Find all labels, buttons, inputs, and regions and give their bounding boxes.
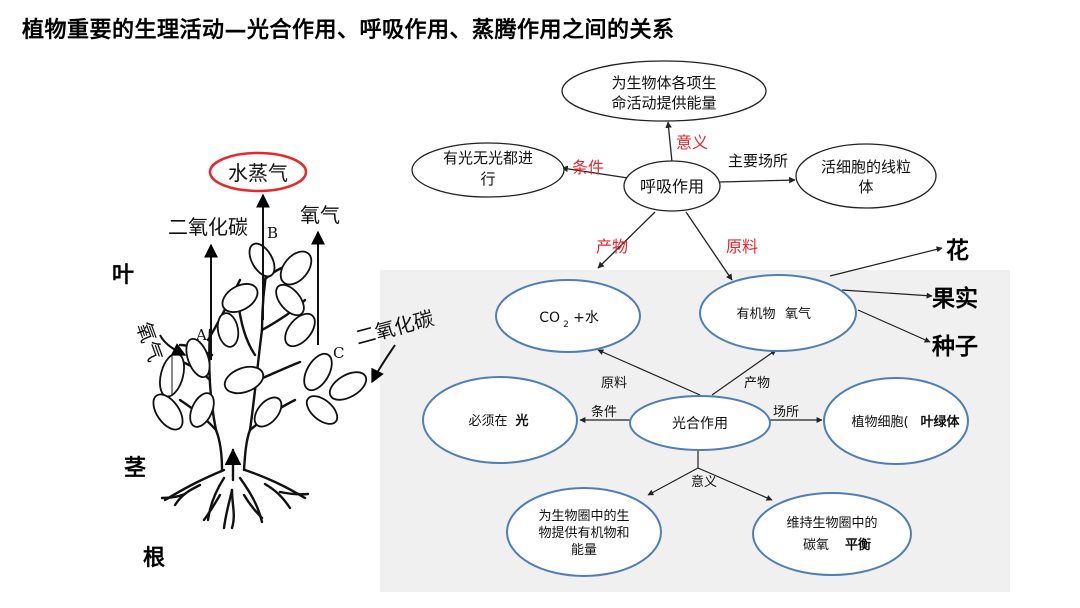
co2-right-label: 二氧化碳: [353, 306, 436, 350]
ps-condition-a: 必须在: [468, 414, 507, 429]
output-fruit: 果实: [932, 285, 978, 312]
ps-site-b: 叶绿体: [920, 414, 960, 430]
resp-site-line2: 体: [858, 178, 873, 196]
plant-gas-arrows: [159, 193, 396, 384]
root-label: 根: [143, 546, 165, 571]
ps-co2-node: [495, 279, 641, 353]
ps-meaning1-node: [506, 487, 662, 577]
resp-site-node: [795, 143, 937, 209]
ps-center-label: 光合作用: [672, 416, 728, 432]
stem-label: 茎: [124, 455, 146, 481]
resp-product-edge-label: 产物: [596, 237, 628, 256]
resp-material-edge-label: 原料: [726, 237, 758, 256]
ps-condition-edge-label: 条件: [591, 404, 617, 420]
ps-condition-b: 光: [514, 413, 528, 429]
arrow-c-label: C: [333, 344, 344, 362]
ps-product-edge-label: 产物: [744, 376, 770, 391]
ps-meaning1-line1: 为生物圈中的生: [538, 508, 629, 524]
ps-center-node: [629, 395, 771, 451]
ps-site-node: [823, 377, 969, 465]
ps-meaning1-line3: 能量: [571, 543, 597, 558]
ps-meaning1-line2: 物提供有机物和: [538, 525, 629, 541]
ps-organic-node: [699, 274, 857, 352]
resp-condition-line1: 有光无光都进: [443, 149, 533, 167]
ps-meaning2-line2: 碳氧: [803, 538, 829, 553]
photosynthesis-map: CO 2 +水 有机物 氧气 原料 产物 条件 场所 意义 光合作用 必须在 光…: [422, 238, 978, 577]
resp-condition-edge-label: 条件: [572, 158, 604, 177]
resp-meaning-line2: 命活动提供能量: [611, 94, 716, 112]
resp-meaning-edge-label: 意义: [676, 133, 708, 152]
ps-condition-node: [422, 376, 578, 464]
co2-left-label: 二氧化碳: [168, 215, 248, 239]
ps-material-edge-label: 原料: [601, 376, 627, 391]
ps-meaning2-line3: 平衡: [845, 537, 871, 553]
resp-center-label: 呼吸作用: [640, 177, 704, 196]
ps-site-a: 植物细胞(: [851, 415, 908, 430]
resp-meaning-line1: 为生物体各项生: [611, 74, 716, 92]
respiration-map: 为生物体各项生 命活动提供能量 有光无光都进 行 呼吸作用 活细胞的线粒 体 主…: [411, 60, 937, 281]
resp-center-node: [623, 160, 721, 212]
plant-leaves: [152, 242, 368, 431]
resp-site-edge-label: 主要场所: [728, 152, 788, 170]
resp-site-line1: 活细胞的线粒: [821, 158, 911, 176]
water-vapor-label: 水蒸气: [228, 161, 288, 185]
ps-site-edge-label: 场所: [773, 405, 799, 420]
ps-organic-b: 氧气: [785, 306, 811, 322]
ps-meaning-edge-label: 意义: [691, 474, 717, 490]
ps-co2-sub: 2: [563, 320, 569, 330]
resp-meaning-node: [561, 60, 767, 122]
water-vapor-highlight: [208, 151, 308, 193]
ps-meaning2-node: [752, 492, 912, 576]
oxygen-top-label: 氧气: [300, 203, 340, 227]
output-seed: 种子: [931, 334, 978, 360]
arrow-b-label: B: [267, 224, 278, 242]
arrow-a-label: A: [195, 326, 207, 344]
resp-condition-line2: 行: [480, 170, 495, 188]
ps-organic-a: 有机物: [736, 307, 775, 322]
ps-co2-text: CO: [539, 310, 560, 326]
page-title: 植物重要的生理活动—光合作用、呼吸作用、蒸腾作用之间的关系: [22, 18, 675, 43]
oxygen-left-label: 氧气: [131, 319, 167, 365]
resp-condition-node: [411, 142, 565, 198]
output-flower: 花: [946, 238, 969, 264]
leaf-label: 叶: [112, 263, 134, 288]
ps-co2-rest: +水: [573, 310, 599, 326]
ps-meaning2-line1: 维持生物圈中的: [786, 515, 877, 531]
